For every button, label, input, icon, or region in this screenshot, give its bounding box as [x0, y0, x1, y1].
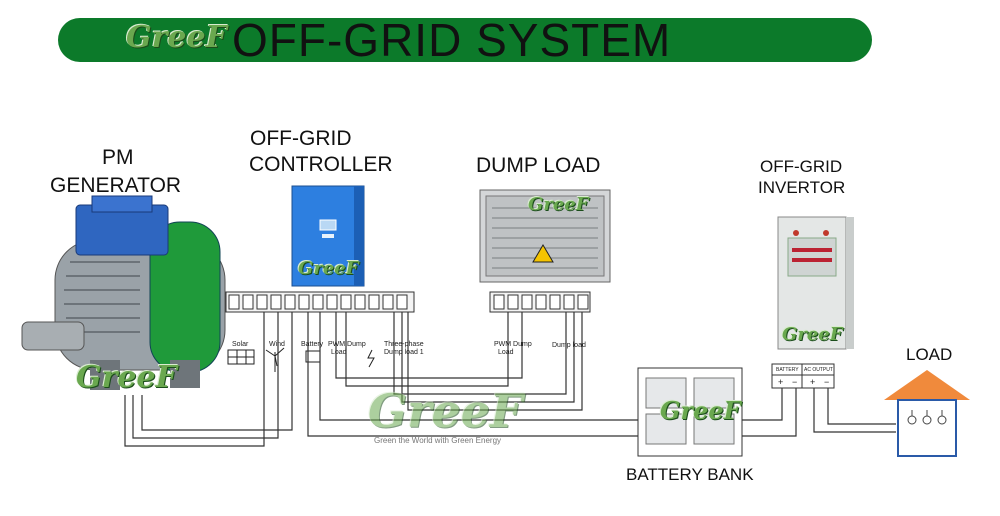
dumpload-logo: GreeF [528, 194, 589, 215]
three-phase-label-line2: Dump load 1 [384, 349, 424, 356]
invertor-logo: GreeF [782, 324, 843, 345]
controller-terminal-strip [225, 291, 415, 313]
controller-pwm-label-line1: PWM Dump [328, 341, 366, 348]
wind-terminal-label: Wind [269, 341, 285, 348]
pm-generator-label-line2: GENERATOR [50, 174, 182, 197]
invertor-battery-label: BATTERY [776, 367, 799, 373]
solar-terminal-label: Solar [232, 341, 249, 348]
battery-bank-label: BATTERY BANK [626, 465, 754, 484]
controller-image [291, 185, 365, 287]
banner-logo: GreeF [126, 20, 227, 55]
invertor-image [777, 216, 854, 350]
battery-logo: GreeF [660, 396, 741, 425]
dumpload-pwm-label-line2: Load [498, 349, 514, 356]
load-label: LOAD [906, 345, 953, 364]
generator-logo: GreeF [76, 360, 177, 395]
pm-generator-label-line1: PM [102, 146, 134, 169]
dump-load-image [479, 189, 611, 283]
controller-label-line1: OFF-GRID [250, 127, 352, 150]
pm-generator-image [21, 195, 226, 390]
invertor-terminal-block [771, 363, 835, 389]
invertor-battery-plus: + [778, 377, 784, 387]
battery-terminal-label: Battery [301, 341, 324, 348]
controller-pwm-label-line2: Load [331, 349, 347, 356]
three-phase-label-line1: Three-phase [384, 341, 424, 348]
invertor-battery-minus: − [792, 377, 798, 387]
invertor-label-line1: OFF-GRID [760, 157, 843, 176]
solar-panel-icon [227, 349, 255, 365]
dump-load-terminal-label: Dump load [552, 342, 586, 349]
title-banner [58, 18, 872, 62]
wind-turbine-icon [265, 347, 285, 372]
battery-bank-image [637, 367, 743, 457]
house-icon [884, 370, 970, 457]
invertor-label-line2: INVERTOR [758, 178, 846, 197]
page-title: OFF-GRID SYSTEM [232, 14, 672, 66]
watermark-logo: GreeF [368, 384, 523, 438]
invertor-ac-output-label: AC OUTPUT [804, 367, 833, 373]
invertor-ac-minus: − [824, 377, 830, 387]
dump-load-label: DUMP LOAD [476, 154, 601, 177]
invertor-ac-plus: + [810, 377, 816, 387]
dumpload-terminal-strip [489, 291, 591, 313]
dumpload-pwm-label-line1: PWM Dump [494, 341, 532, 348]
lightning-icon [367, 349, 375, 368]
watermark-tagline: Green the World with Green Energy [374, 436, 502, 445]
wiring [124, 312, 896, 447]
controller-label-line2: CONTROLLER [249, 153, 393, 176]
controller-logo: GreeF [298, 258, 359, 279]
